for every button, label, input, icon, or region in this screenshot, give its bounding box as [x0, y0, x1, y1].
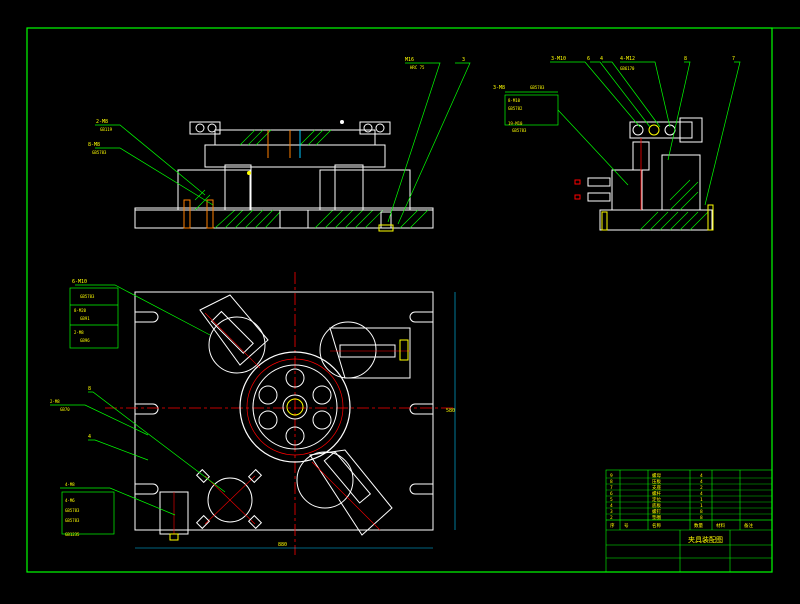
title-block-cell-name: 螺母 — [652, 472, 661, 479]
index-disc — [239, 351, 351, 463]
svg-text:19-M10: 19-M10 — [508, 121, 523, 126]
svg-text:2-M8: 2-M8 — [74, 330, 84, 335]
title-block-cell-name: 底板 — [652, 502, 661, 509]
title-block-cell-no: 8 — [610, 479, 613, 485]
drawing-frame — [26, 27, 773, 573]
svg-text:8: 8 — [684, 56, 687, 62]
title-block-cell-qty: 8 — [700, 509, 703, 515]
svg-text:GB5782: GB5782 — [508, 106, 523, 111]
svg-text:GB70: GB70 — [60, 407, 70, 412]
title-block-cell-no: 6 — [610, 491, 613, 497]
svg-text:4: 4 — [88, 434, 91, 440]
side-base — [599, 209, 713, 231]
clamp-unit-lower-right — [296, 449, 393, 536]
manifold-lower-left — [195, 468, 263, 530]
svg-text:GB5783: GB5783 — [512, 128, 527, 133]
dim-width: 880 — [278, 542, 287, 548]
svg-text:6: 6 — [587, 56, 590, 62]
side-callout-3: 3-M10 — [551, 56, 566, 62]
title-block-header-cell: 号 — [624, 523, 629, 529]
title-block-header-cell: 名称 — [652, 522, 661, 529]
svg-text:GB1235: GB1235 — [65, 532, 80, 537]
svg-text:GB5783: GB5783 — [65, 518, 80, 523]
svg-text:4: 4 — [600, 56, 603, 62]
base-hatch — [214, 209, 429, 229]
title-block-header-cell: 数量 — [694, 522, 703, 529]
svg-text:GB5783: GB5783 — [92, 150, 107, 155]
title-block-cell-qty: 1 — [700, 497, 703, 503]
title-block-cell-qty: 1 — [700, 503, 703, 509]
svg-text:GB5783: GB5783 — [530, 85, 545, 90]
clamp-unit-right — [319, 321, 411, 379]
svg-text:3-M8: 3-M8 — [493, 85, 505, 91]
svg-text:8: 8 — [88, 386, 91, 392]
left-support — [177, 169, 251, 211]
title-block-cell-qty: 4 — [700, 491, 703, 497]
front-callout-2: 2-M8 — [96, 119, 108, 125]
drawing-title: 夹具装配图 — [688, 535, 723, 544]
title-block-header-cell: 备注 — [744, 522, 753, 529]
title-block-cell-no: 4 — [610, 503, 613, 509]
title-block-cell-qty: 2 — [700, 485, 703, 491]
front-callout-m16: M16 — [405, 57, 414, 63]
plan-view: 880 580 6-M10 GB5783 8-M20 GB91 2-M8 GB9… — [50, 272, 456, 555]
svg-text:GB96: GB96 — [80, 338, 90, 343]
dim-height: 580 — [446, 408, 455, 414]
title-block-cell-no: 5 — [610, 497, 613, 503]
side-view: 3-M10 6 4 4-M12 GB6170 8 7 3-M8 GB5783 8… — [493, 56, 741, 231]
title-block-cell-name: 螺杆 — [652, 490, 661, 497]
title-block-cell-qty: 4 — [700, 479, 703, 485]
title-block-cell-no: 9 — [610, 473, 613, 479]
title-block-cell-qty: 4 — [700, 473, 703, 479]
svg-text:GB91: GB91 — [80, 316, 90, 321]
svg-text:GB119: GB119 — [100, 127, 113, 132]
title-block-cell-qty: 8 — [700, 515, 703, 521]
disc-holes — [258, 368, 332, 446]
svg-text:4-M12: 4-M12 — [620, 56, 635, 62]
title-block-cell-no: 7 — [610, 485, 613, 491]
svg-text:GB6170: GB6170 — [620, 66, 635, 71]
title-block-text: 夹具装配图 — [688, 535, 723, 544]
svg-text:8-M10: 8-M10 — [508, 98, 521, 103]
front-callout-3: 3 — [462, 57, 465, 63]
title-block-cell-name: 垫圈 — [652, 514, 661, 521]
svg-text:2-M8: 2-M8 — [50, 399, 60, 404]
clamp-unit-upper-left — [199, 294, 269, 374]
title-block-cell-no: 3 — [610, 509, 613, 515]
svg-text:8-M8: 8-M8 — [88, 142, 100, 148]
title-block-header-cell: 序 — [610, 522, 615, 529]
svg-text:6-M10: 6-M10 — [72, 279, 87, 285]
svg-text:4-M8: 4-M8 — [65, 482, 75, 487]
right-support — [319, 169, 411, 211]
title-block-cell-no: 2 — [610, 515, 613, 521]
title-block-cell-name: 支座 — [652, 484, 661, 491]
title-block-header-cell: 材料 — [716, 522, 725, 529]
plan-base — [134, 291, 434, 531]
svg-text:7: 7 — [732, 56, 735, 62]
svg-text:GB5783: GB5783 — [65, 508, 80, 513]
svg-text:GB5783: GB5783 — [80, 294, 95, 299]
title-block-cell-name: 压板 — [652, 478, 661, 485]
svg-text:4-M6: 4-M6 — [65, 498, 75, 503]
title-block-cell-name: 螺钉 — [652, 508, 661, 515]
svg-text:HRC 75: HRC 75 — [410, 65, 425, 70]
svg-text:8-M20: 8-M20 — [74, 308, 87, 313]
title-block-cell-name: 定位 — [652, 496, 661, 503]
front-view: 2-M8 GB119 8-M8 GB5783 M16 HRC 75 3 — [88, 57, 471, 232]
